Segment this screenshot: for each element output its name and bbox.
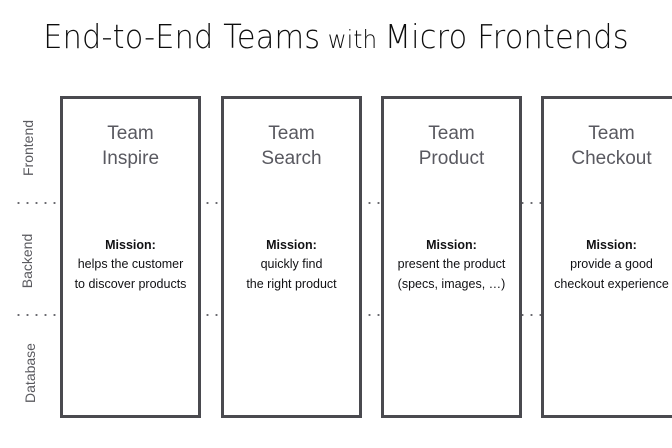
team-mission-heading: Mission: xyxy=(586,238,637,252)
team-name-line-2: Search xyxy=(261,148,322,170)
team-mission: Mission: quickly find the right product xyxy=(226,236,357,294)
team-mission-line-1: present the product xyxy=(397,257,506,272)
team-mission-heading: Mission: xyxy=(266,238,317,252)
layer-label-frontend-text: Frontend xyxy=(20,119,37,177)
team-mission: Mission: present the product (specs, ima… xyxy=(386,236,517,294)
layer-label-database-text: Database xyxy=(21,343,38,403)
team-mission-line-1: quickly find xyxy=(260,257,323,272)
team-mission: Mission: helps the customer to discover … xyxy=(65,236,196,294)
team-column-inspire: Team Inspire Mission: helps the customer… xyxy=(60,96,201,418)
team-name-line-2: Inspire xyxy=(101,148,160,170)
layer-label-frontend: Frontend xyxy=(0,120,48,176)
team-mission-heading: Mission: xyxy=(105,238,156,252)
page-title-connector: with xyxy=(320,25,385,54)
layer-label-database: Database xyxy=(0,343,48,403)
team-column-search: Team Search Mission: quickly find the ri… xyxy=(221,96,362,418)
team-name: Team Search xyxy=(224,121,359,171)
team-name-line-1: Team xyxy=(428,123,475,144)
team-column-product: Team Product Mission: present the produc… xyxy=(381,96,522,418)
page-title-part-2: Micro Frontends xyxy=(384,17,629,56)
page-title-part-1: End-to-End Teams xyxy=(43,17,321,56)
team-name-line-1: Team xyxy=(107,123,154,144)
page-title: End-to-End Teams with Micro Frontends xyxy=(27,20,645,53)
team-mission-line-1: helps the customer xyxy=(77,257,184,272)
team-mission-line-2: (specs, images, …) xyxy=(397,276,506,291)
team-mission-line-2: to discover products xyxy=(74,276,187,291)
team-mission-line-1: provide a good xyxy=(570,257,653,272)
team-column-checkout: Team Checkout Mission: provide a good ch… xyxy=(541,96,672,418)
layer-label-backend-text: Backend xyxy=(19,233,36,289)
team-mission-line-2: checkout experience xyxy=(554,276,669,291)
team-mission-heading: Mission: xyxy=(426,238,477,252)
team-name: Team Product xyxy=(384,121,519,171)
team-mission: Mission: provide a good checkout experie… xyxy=(546,236,672,294)
team-name-line-1: Team xyxy=(268,123,315,144)
team-name: Team Checkout xyxy=(544,121,672,171)
team-mission-line-2: the right product xyxy=(246,276,337,291)
team-name-line-1: Team xyxy=(588,123,635,144)
layer-label-backend: Backend xyxy=(0,234,48,288)
team-name: Team Inspire xyxy=(63,121,198,171)
team-name-line-2: Product xyxy=(418,148,485,170)
team-name-line-2: Checkout xyxy=(571,148,652,170)
